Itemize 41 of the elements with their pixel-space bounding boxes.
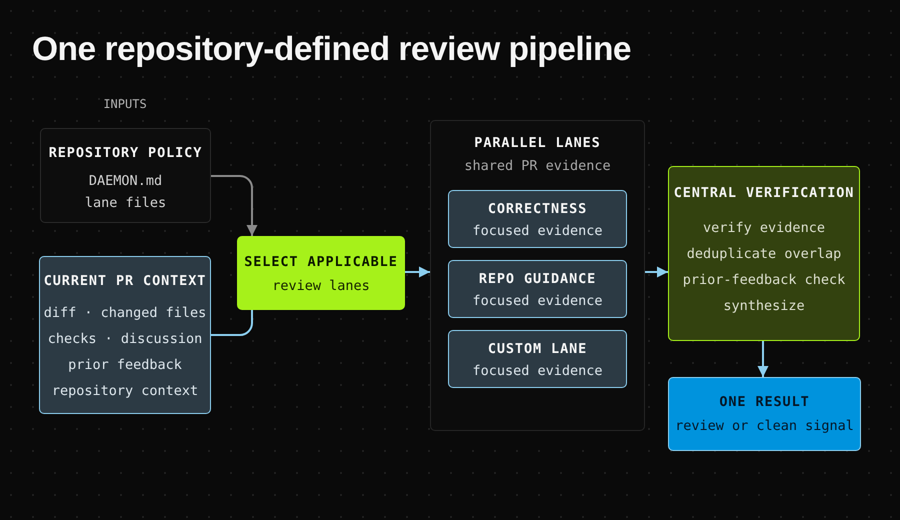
- process-box: [237, 236, 405, 310]
- node-detail: focused evidence: [472, 362, 603, 381]
- diagram-title: One repository-defined review pipeline: [32, 30, 632, 70]
- node-detail: focused evidence: [472, 222, 603, 241]
- node-detail: diff · changed files: [44, 304, 206, 323]
- node-title: ONE RESULT: [719, 393, 810, 412]
- node-detail: prior feedback: [68, 356, 182, 375]
- verification-box: [668, 166, 860, 341]
- node-detail: repository context: [52, 382, 198, 401]
- node-detail: DAEMON.md: [88, 172, 162, 191]
- input-card: [40, 128, 211, 223]
- node-detail: synthesize: [723, 297, 805, 316]
- node-detail: review or clean signal: [675, 417, 854, 436]
- node-title: SELECT APPLICABLE: [244, 253, 398, 272]
- node-title: PARALLEL LANES: [474, 134, 601, 153]
- arrow: [758, 341, 768, 377]
- node-title: CORRECTNESS: [488, 200, 588, 219]
- arrow: [211, 175, 258, 236]
- node-detail: deduplicate overlap: [686, 245, 842, 264]
- arrow: [645, 266, 668, 278]
- section-label: INPUTS: [103, 96, 147, 112]
- node-detail: shared PR evidence: [464, 157, 611, 176]
- group-panel: [430, 120, 645, 431]
- arrow: [405, 266, 430, 278]
- node-detail: focused evidence: [472, 292, 603, 311]
- node-detail: verify evidence: [703, 219, 825, 238]
- node-title: CURRENT PR CONTEXT: [44, 272, 206, 291]
- node-title: CENTRAL VERIFICATION: [674, 184, 854, 203]
- node-detail: checks · discussion: [48, 330, 202, 349]
- input-card: [39, 256, 211, 414]
- connector-line: [211, 310, 253, 336]
- node-detail: review lanes: [272, 277, 370, 296]
- node-title: REPO GUIDANCE: [478, 270, 596, 289]
- result-box: [668, 377, 861, 451]
- lane-box: [448, 260, 627, 318]
- node-title: REPOSITORY POLICY: [48, 144, 202, 163]
- node-detail: lane files: [84, 194, 166, 213]
- node-detail: prior-feedback check: [682, 271, 846, 290]
- lane-box: [448, 190, 627, 248]
- lane-box: [448, 330, 627, 388]
- node-title: CUSTOM LANE: [488, 340, 588, 359]
